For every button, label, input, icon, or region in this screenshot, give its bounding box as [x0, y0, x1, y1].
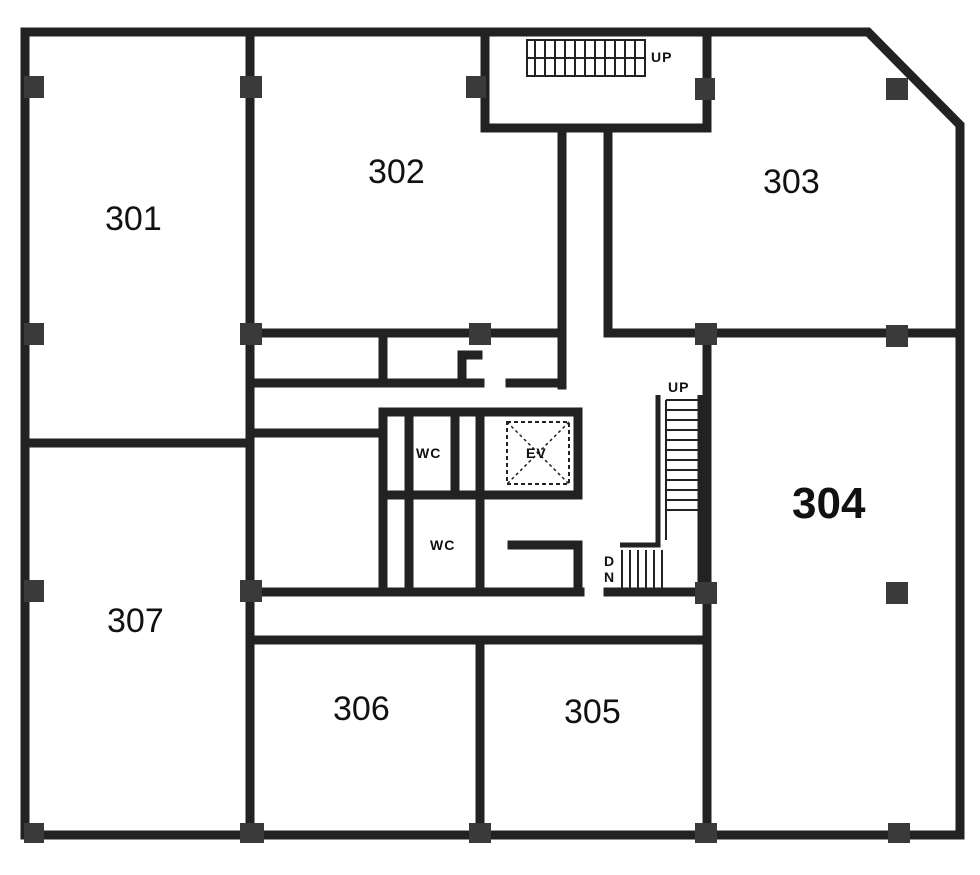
column	[240, 823, 264, 843]
column	[469, 323, 491, 345]
right-stair: UP D N	[604, 379, 703, 588]
stair-up-label-right: UP	[668, 379, 689, 395]
room-307-label: 307	[107, 602, 164, 640]
stair-down-label-d: D	[604, 553, 615, 569]
column	[469, 823, 491, 843]
room-304-label: 304	[792, 479, 866, 528]
wc-upper-label: WC	[416, 445, 441, 461]
column	[886, 582, 908, 604]
column	[888, 823, 910, 843]
room-303-label: 303	[763, 163, 820, 201]
room-302-label: 302	[368, 153, 425, 191]
elevator-shaft	[506, 421, 570, 485]
room-labels: 301 302 303 304 305 306 307	[105, 153, 866, 731]
column	[24, 76, 44, 98]
column	[240, 323, 262, 345]
stair-up-label-top: UP	[651, 49, 672, 65]
columns	[24, 76, 910, 843]
column	[24, 323, 44, 345]
elevator-label: EV	[526, 445, 547, 461]
column	[24, 823, 44, 843]
top-stair-steps	[526, 39, 646, 77]
interior-walls	[20, 27, 965, 840]
stair-down-label-n: N	[604, 569, 615, 585]
top-stair-core: UP	[480, 27, 712, 133]
column	[240, 580, 262, 602]
room-306-label: 306	[333, 690, 390, 728]
column	[886, 325, 908, 347]
outer-walls	[20, 27, 965, 840]
column	[695, 823, 717, 843]
column	[695, 323, 717, 345]
room-305-label: 305	[564, 693, 621, 731]
right-stair-steps	[621, 399, 700, 588]
room-301-label: 301	[105, 200, 162, 238]
column	[695, 582, 717, 604]
column	[886, 78, 908, 100]
wc-lower-label: WC	[430, 537, 455, 553]
column	[240, 76, 262, 98]
column	[24, 580, 44, 602]
column	[695, 78, 715, 100]
column	[466, 76, 486, 98]
service-core: WC WC EV	[378, 407, 583, 597]
